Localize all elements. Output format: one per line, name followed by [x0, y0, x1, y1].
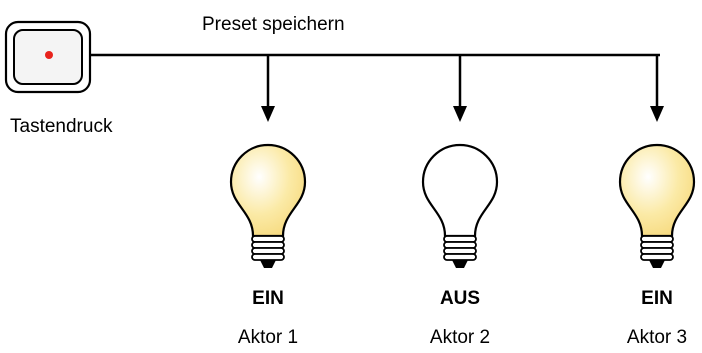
arrow-icon-2 — [453, 55, 467, 122]
actuator-state-2: AUS — [439, 288, 481, 309]
actuator-state-3: EIN — [641, 288, 673, 309]
light-bulb-icon-2 — [421, 143, 499, 268]
light-bulb-icon-3 — [618, 143, 696, 268]
actuator-name-2: Aktor 2 — [429, 327, 491, 348]
status-led-icon — [45, 51, 53, 59]
arrow-icon-3 — [650, 55, 664, 122]
arrow-icon-1 — [261, 55, 275, 122]
push-button-icon — [4, 20, 92, 94]
actuator-name-1: Aktor 1 — [237, 327, 299, 348]
bus-caption: Preset speichern — [202, 14, 345, 35]
actuator-name-3: Aktor 3 — [626, 327, 688, 348]
light-bulb-icon-1 — [229, 143, 307, 268]
push-button-label: Tastendruck — [10, 116, 113, 137]
actuator-state-1: EIN — [252, 288, 284, 309]
